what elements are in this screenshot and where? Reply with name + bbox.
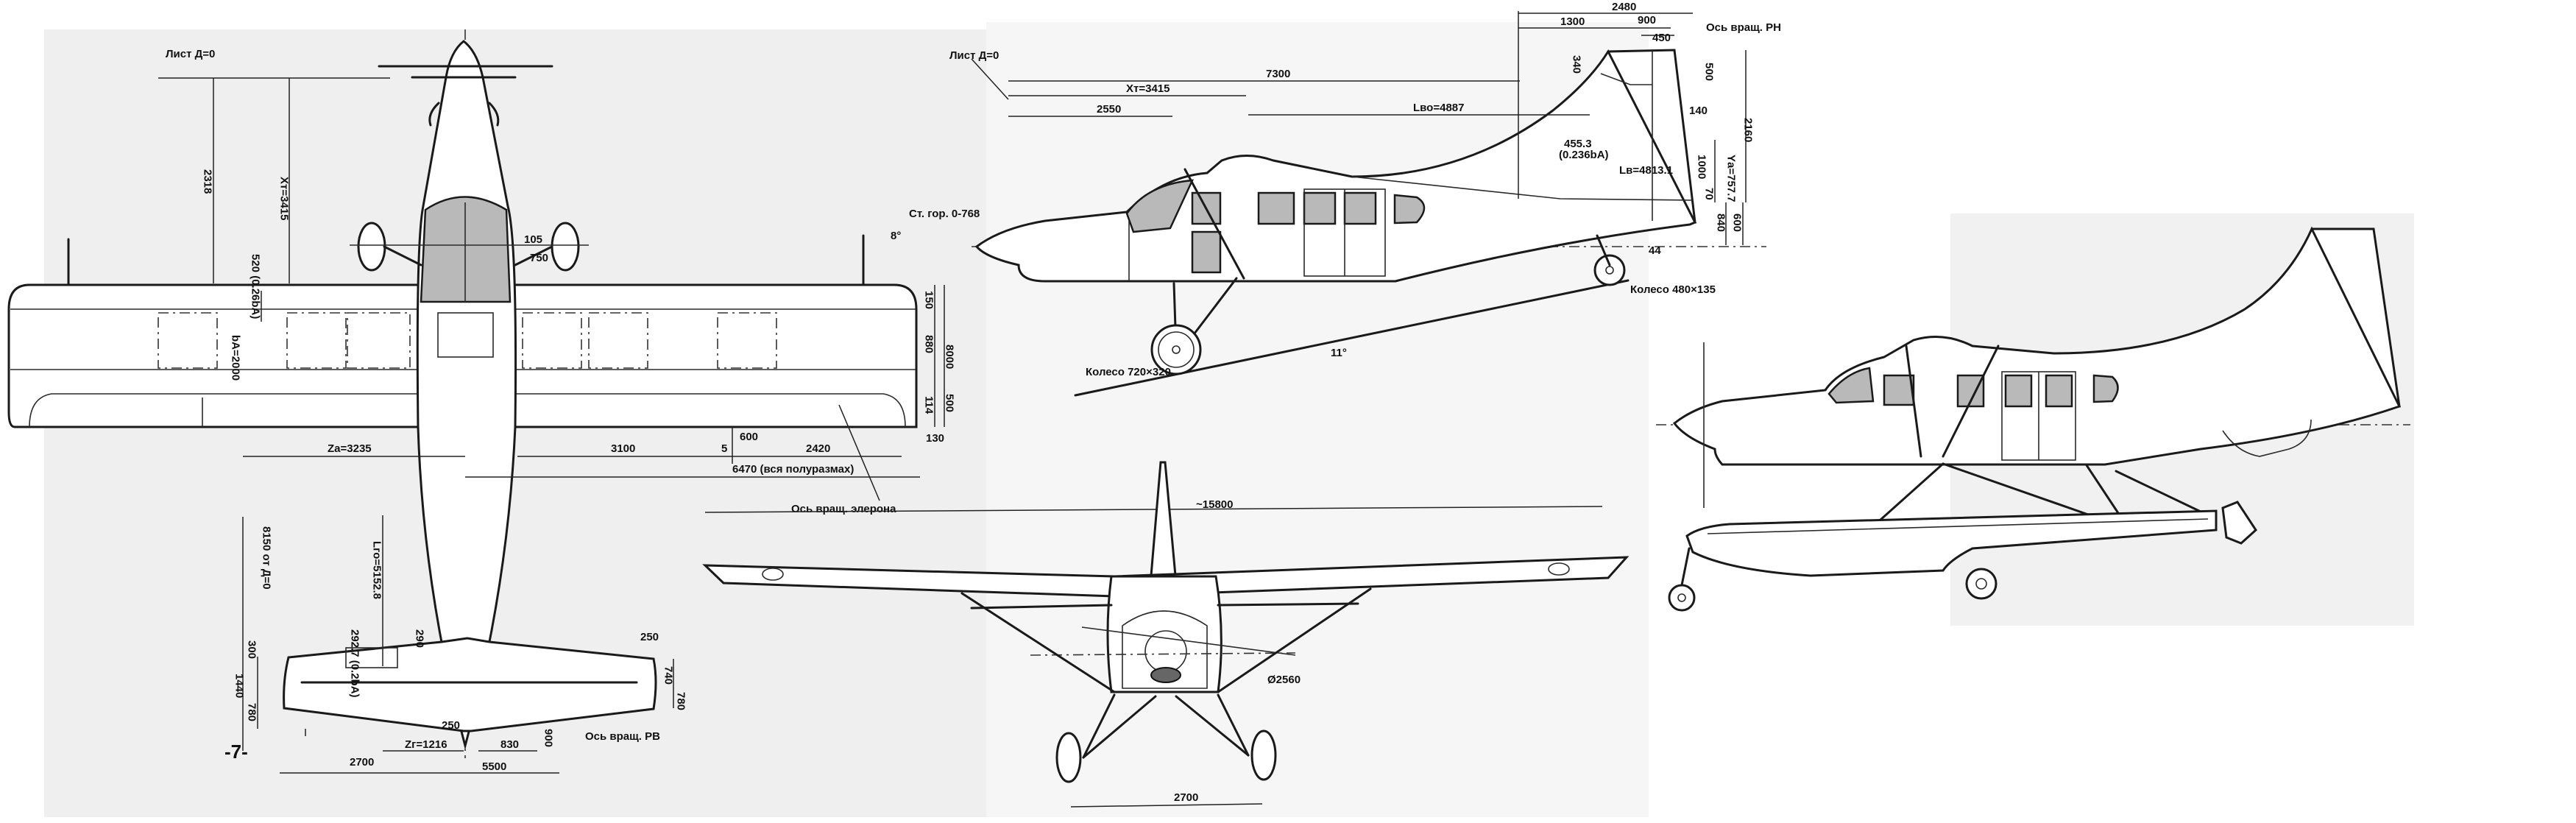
dim-2700: 2700 xyxy=(350,756,374,769)
dim-5: 5 xyxy=(721,442,727,455)
span-label: ~15800 xyxy=(1196,498,1233,511)
dim-500-side: 500 xyxy=(1703,63,1716,81)
dim-lv: Lв=4813.1 xyxy=(1619,164,1673,177)
track-label: 2700 xyxy=(1174,791,1198,804)
dim-xt: Xт=3415 xyxy=(278,177,291,220)
dim-1000: 1000 xyxy=(1696,155,1708,179)
dim-114: 114 xyxy=(923,396,935,414)
float-nose-wheel xyxy=(1668,584,1696,612)
dim-750: 750 xyxy=(530,252,548,264)
dim-140: 140 xyxy=(1689,105,1708,117)
dim-450: 450 xyxy=(1652,32,1671,44)
front-view xyxy=(702,461,1630,808)
dim-zg: Zг=1216 xyxy=(405,738,447,751)
page-number: -7- xyxy=(224,741,248,763)
dim-500: 500 xyxy=(944,394,956,412)
dim-250b: 250 xyxy=(442,719,460,732)
dim-8150: 8150 от Д=0 xyxy=(261,526,273,590)
dim-340: 340 xyxy=(1571,55,1583,74)
left-main-wheel xyxy=(357,222,386,272)
dim-44: 44 xyxy=(1649,244,1661,257)
dim-600: 600 xyxy=(740,431,758,443)
dim-1440: 1440 xyxy=(233,674,246,698)
float-wheel xyxy=(1965,568,1998,600)
dim-lgo: Lго=5152.8 xyxy=(371,541,383,599)
tail-wheel xyxy=(1593,254,1626,286)
tailplane xyxy=(283,637,657,732)
front-view-labels: ~15800 Ø2560 2700 xyxy=(1174,498,1301,804)
front-left-wheel xyxy=(1055,732,1082,783)
dim-840: 840 xyxy=(1715,213,1727,232)
dim-ba: bA=2000 xyxy=(230,335,242,381)
dim-2160: 2160 xyxy=(1742,118,1755,142)
dim-130: 130 xyxy=(926,432,944,445)
seaplane-fuselage xyxy=(1672,226,2402,466)
dim-5500: 5500 xyxy=(482,760,506,773)
rudder-axis-label: Ось вращ. РН xyxy=(1706,21,1781,34)
dim-455b: (0.236bA) xyxy=(1559,149,1609,161)
dim-455: 455.3 xyxy=(1564,138,1592,150)
dim-900-side: 900 xyxy=(1638,14,1656,27)
ground-angle-label: 11° xyxy=(1331,347,1347,359)
dim-70: 70 xyxy=(1703,188,1716,200)
float xyxy=(1685,509,2218,577)
dim-lvo: Lво=4887 xyxy=(1413,102,1464,114)
side-view-labels: Лист Д=0 7300 Xт=3415 2550 Lво=4887 2480… xyxy=(891,1,1781,378)
incidence-label: 8° xyxy=(891,230,901,242)
dim-2420: 2420 xyxy=(806,442,830,455)
dim-7300: 7300 xyxy=(1266,68,1290,80)
aileron-axis-label: Ось вращ. элерона xyxy=(791,503,896,515)
dim-780a: 780 xyxy=(246,703,258,721)
dim-2550: 2550 xyxy=(1097,103,1121,116)
water-rudder xyxy=(2221,501,2257,545)
dim-292: 292.7 (0.2bA) xyxy=(349,629,361,698)
dim-8000: 8000 xyxy=(944,345,956,369)
dim-900: 900 xyxy=(542,729,555,747)
dim-740: 740 xyxy=(662,666,675,685)
dim-105: 105 xyxy=(524,233,542,246)
dim-780b: 780 xyxy=(675,692,687,710)
front-right-wheel xyxy=(1250,730,1277,781)
dim-830: 830 xyxy=(500,738,519,751)
dim-1300: 1300 xyxy=(1560,15,1585,28)
prop-diameter-label: Ø2560 xyxy=(1267,674,1301,686)
side-view xyxy=(971,11,1766,397)
top-view-labels: Лист Д=0 2318 Xт=3415 520 (0.26bA) bA=20… xyxy=(166,48,956,773)
dim-520: 520 (0.26bA) xyxy=(250,254,262,319)
tail-wheel-label: Колесо 480×135 xyxy=(1630,283,1716,296)
ground-line xyxy=(1074,279,1630,397)
top-view xyxy=(7,29,945,774)
dim-300: 300 xyxy=(246,640,258,659)
dim-2480: 2480 xyxy=(1612,1,1636,13)
dim-290: 290 xyxy=(414,629,426,648)
dim-3100: 3100 xyxy=(611,442,635,455)
stab-label: Ст. гор. 0-768 xyxy=(909,208,980,220)
seaplane-side-view xyxy=(1656,226,2410,612)
dim-600-side: 600 xyxy=(1731,213,1744,232)
elevator-axis-label: Ось вращ. РВ xyxy=(585,730,660,743)
main-wheel-label: Колесо 720×320 xyxy=(1086,366,1171,378)
datum-label-side: Лист Д=0 xyxy=(949,49,999,62)
dim-ya: Yа=757.7 xyxy=(1725,155,1738,202)
right-main-wheel xyxy=(551,222,580,272)
dim-150: 150 xyxy=(923,291,935,309)
dim-xt-side: Xт=3415 xyxy=(1126,82,1170,95)
dim-za: Zа=3235 xyxy=(328,442,372,455)
datum-label: Лист Д=0 xyxy=(166,48,215,60)
dim-2318: 2318 xyxy=(202,169,214,194)
dim-6470: 6470 (вся полуразмах) xyxy=(732,463,854,476)
dim-250: 250 xyxy=(640,631,659,643)
dim-880: 880 xyxy=(923,335,935,353)
